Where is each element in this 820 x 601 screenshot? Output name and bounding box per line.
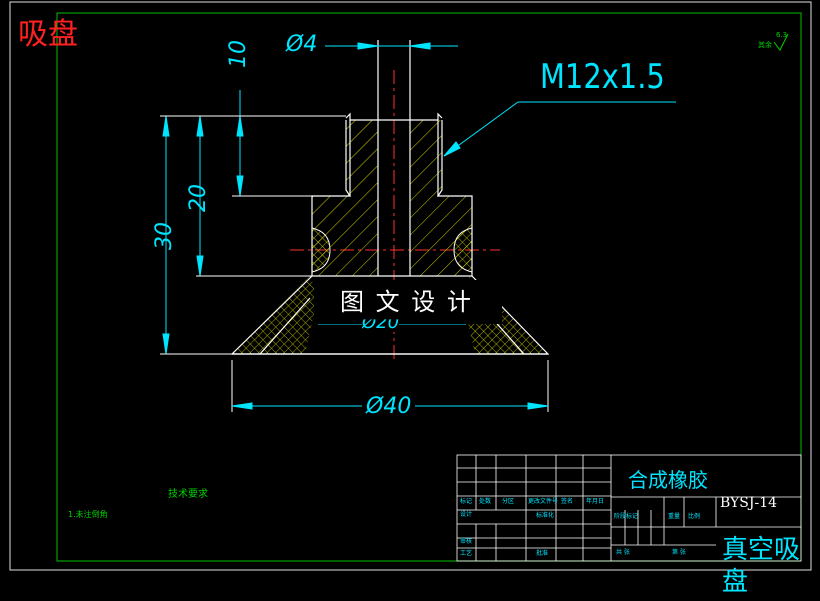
dim-30: 30 (152, 222, 177, 250)
tb-stage: 阶段标记 (614, 513, 639, 520)
tb-mark-5: 年月日 (586, 498, 605, 505)
tb-approve: 批准 (536, 550, 549, 557)
notes-heading: 技术要求 (168, 489, 208, 500)
corner-title: 吸盘 (18, 17, 78, 52)
dim-20: 20 (186, 184, 211, 212)
tb-reviewer: 审核 (460, 538, 473, 545)
watermark-box (314, 280, 502, 324)
roughness-value: 6.3 (776, 31, 788, 39)
title-block-grid (456, 454, 802, 562)
outer-frame (9, 1, 812, 571)
dim-10: 10 (226, 40, 251, 68)
roughness-label: 其余 (758, 41, 772, 49)
watermark-text: 图 文 设 计 (340, 288, 473, 316)
tb-mark-3: 更改文件号 (528, 498, 559, 505)
notes-line1: 1.未注倒角 (68, 510, 108, 519)
tb-designer: 设计 (460, 511, 473, 518)
tb-mark-0: 标记 (460, 498, 473, 505)
tb-process: 工艺 (460, 550, 473, 557)
tb-mark-4: 签名 (561, 498, 574, 505)
tb-mark-1: 处数 (479, 498, 492, 505)
tb-standardization: 标准化 (536, 512, 555, 519)
dim-phi4: Ø4 (286, 32, 318, 57)
tb-scale: 比例 (688, 513, 701, 520)
material-text: 合成橡胶 (628, 468, 708, 492)
dim-phi20: Ø20 (362, 312, 400, 333)
dim-thread: M12x1.5 (540, 57, 665, 97)
dimension-lines (160, 42, 676, 412)
drawing-number: BYSJ-14 (720, 495, 778, 511)
inner-frame (56, 12, 802, 562)
tb-sheet-no: 第 张 (672, 549, 686, 556)
part-name: 真空吸盘 (722, 535, 801, 597)
roughness-symbol (773, 33, 789, 51)
tb-sheets-total: 共 张 (616, 549, 630, 556)
tb-weight: 重量 (668, 513, 681, 520)
tb-mark-2: 分区 (502, 498, 515, 505)
dim-phi40: Ø40 (362, 396, 416, 418)
